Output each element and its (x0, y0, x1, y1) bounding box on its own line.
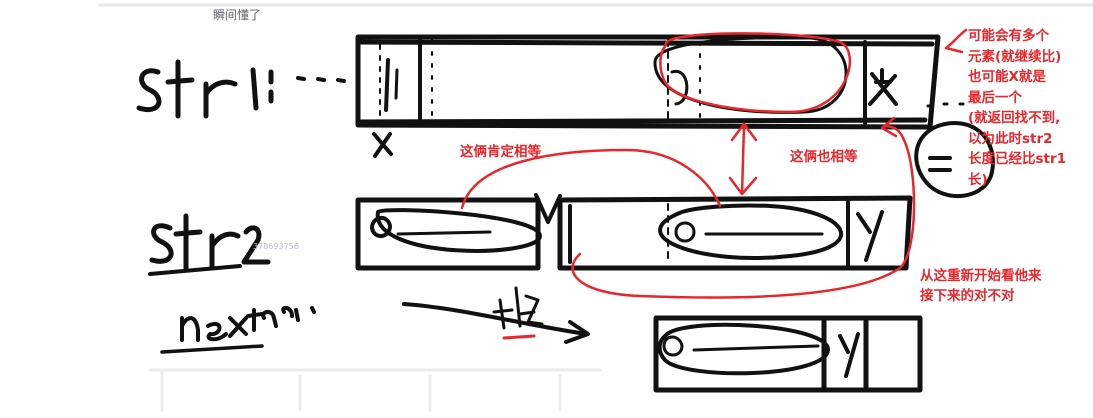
annotation-both-equal-right: 这俩也相等 (790, 149, 858, 165)
faint-number: 378693756 (253, 242, 299, 251)
str2-prefix-ellipse (370, 208, 542, 253)
annotation-line: 也可能X就是 (968, 69, 1046, 85)
red-ellipse-str1 (659, 32, 851, 114)
annotation-line: (就返回找不到, (968, 110, 1061, 126)
shift-arrow (402, 286, 590, 344)
str1-cell-marks (384, 58, 898, 112)
annotation-line: 以为此时str2 (968, 130, 1053, 147)
red-restart-arrowhead (880, 116, 898, 138)
red-equal-arc (460, 148, 722, 210)
str1-array-box (355, 34, 941, 130)
next-array-box (653, 315, 923, 393)
annotation-line: 从这重新开始看他来 (920, 268, 1042, 284)
str2-array-box (355, 193, 913, 271)
red-pointer (944, 28, 968, 54)
annotation-line: 元素(就继续比) (968, 48, 1062, 65)
next-handwriting (160, 305, 316, 354)
circled-equals (914, 121, 995, 199)
red-underline (502, 334, 536, 340)
red-annotations (460, 28, 968, 340)
x-mark (372, 132, 393, 158)
str2-handwriting (148, 213, 271, 276)
annotation-restart: 从这重新开始看他来 接下来的对不对 (920, 266, 1042, 306)
annotation-line: 长) (968, 171, 988, 188)
annotation-both-equal-left: 这俩肯定相等 (460, 144, 541, 160)
red-double-arrow (728, 122, 758, 196)
str2-suffix-ellipse (658, 203, 843, 260)
annotation-line: 接下来的对不对 (920, 288, 1015, 304)
annotation-line: 可能会有多个 (968, 28, 1049, 44)
faint-traces (148, 368, 602, 412)
y-mark-str2 (856, 210, 884, 262)
annotation-multi-elements: 可能会有多个 元素(就继续比) 也可能X就是 最后一个 (就返回找不到, 以为此… (968, 26, 1066, 190)
red-restart-loop (571, 124, 916, 299)
annotation-line: 最后一个 (968, 89, 1022, 106)
str1-handwriting (136, 59, 346, 119)
ellipsis-dots (926, 102, 965, 108)
watermark-caption: 瞬间懂了 (213, 8, 262, 22)
annotation-line: 长度已经比str1 (968, 151, 1067, 167)
